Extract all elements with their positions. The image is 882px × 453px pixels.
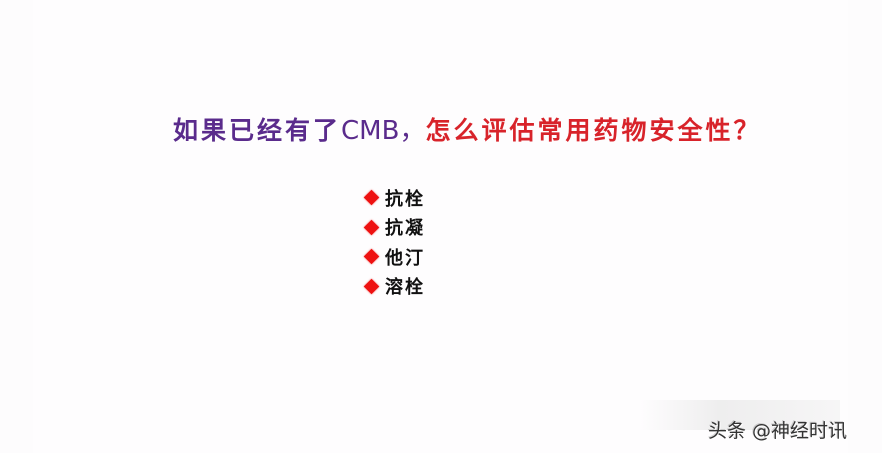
title-question: 怎么评估常用药物安全性？	[425, 116, 762, 145]
bullet-item: 抗凝	[363, 213, 425, 243]
bullet-label: 抗凝	[385, 218, 425, 240]
watermark-blur	[640, 400, 840, 430]
red-diamond-icon	[363, 189, 380, 206]
bullet-list: 抗栓 抗凝 他汀 溶栓	[363, 183, 425, 301]
slide: 如果已经有了CMB，怎么评估常用药物安全性？ 抗栓 抗凝 他汀 溶栓	[33, 0, 848, 453]
title-cmb: CMB，	[341, 116, 426, 146]
red-diamond-icon	[363, 219, 380, 236]
bullet-label: 溶栓	[385, 277, 425, 299]
watermark-text: 头条 @神经时讯	[708, 420, 848, 442]
watermark: 头条 @神经时讯	[640, 400, 880, 453]
bullet-item: 溶栓	[363, 272, 425, 302]
title-question-context: 如果已经有了CMB，	[173, 116, 426, 146]
bullet-item: 抗栓	[363, 183, 425, 213]
red-diamond-icon	[363, 248, 380, 265]
red-diamond-icon	[363, 278, 380, 295]
bullet-label: 抗栓	[385, 188, 425, 210]
title-prefix: 如果已经有了	[173, 116, 342, 145]
bullet-item: 他汀	[363, 242, 425, 272]
slide-title: 如果已经有了CMB，怎么评估常用药物安全性？	[173, 114, 761, 148]
bullet-label: 他汀	[385, 247, 425, 269]
